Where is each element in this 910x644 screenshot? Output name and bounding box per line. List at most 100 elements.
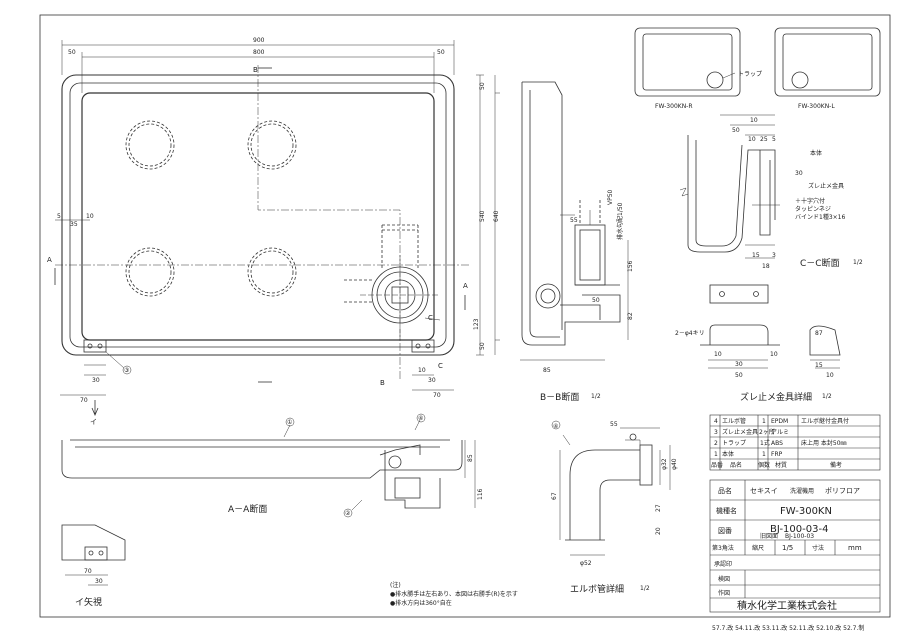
dim-bottom-30: 30 [92, 377, 100, 384]
cc-d10: 10 [750, 117, 758, 124]
dim-left-offset: 50 [68, 49, 76, 56]
parts-row-3-name: ズレ止メ金具 [722, 428, 758, 436]
cc-d5: 5 [772, 136, 776, 143]
parts-row-3-no: 3 [714, 429, 718, 436]
callout-3: ③ [124, 367, 129, 374]
bb-section-view [520, 81, 629, 361]
bb-82: 82 [627, 312, 634, 320]
variant-l-label: FW-300KN-L [798, 103, 835, 110]
i-view-title: イ矢視 [75, 596, 102, 608]
aa-section-title: A－A断面 [228, 503, 267, 515]
cc-section-title: C－C断面 [800, 257, 840, 269]
dim-drain-10: 10 [418, 367, 426, 374]
bb-55: 55 [570, 217, 578, 224]
tb-scale-label: 縮尺 [752, 544, 764, 552]
bb-section-scale: 1/2 [591, 393, 601, 400]
dim-left-10: 10 [86, 213, 94, 220]
aa-callout-1: ① [287, 419, 292, 426]
cc-d25: 25 [760, 136, 768, 143]
tb-old-no: BJ-100-03 [785, 533, 814, 540]
elbow-d27: 27 [655, 504, 662, 512]
tb-drawing-no: BJ-100-03-4 [770, 524, 828, 535]
dim-drain-70: 70 [433, 392, 441, 399]
parts-row-4-note: エルボ継付金具付 [801, 417, 849, 425]
parts-row-2-name: トラップ [722, 440, 746, 447]
cc-body: 本体 [810, 149, 822, 157]
tb-old-label: 旧図面 [760, 533, 778, 540]
elbow-d52: φ52 [580, 560, 592, 567]
bracket-holes: 2－φ4キリ [675, 330, 705, 337]
dim-height-inner: 540 [479, 210, 486, 222]
parts-row-4-name: エルボ管 [722, 417, 746, 425]
section-mark-a-right: A [463, 282, 468, 290]
tb-unit: mm [848, 544, 862, 552]
bb-section-title: B－B断面 [540, 391, 579, 403]
parts-row-4-no: 4 [714, 418, 718, 425]
title-block: 品名 セキスイ 洗濯機用 ポリフロア 機種名 FW-300KN 図番 BJ-10… [712, 486, 862, 612]
tb-dim-label: 寸法 [812, 544, 824, 552]
bb-85: 85 [543, 367, 551, 374]
tb-check: 検図 [718, 575, 730, 583]
cc-screw-2: タッピンネジ [795, 205, 831, 213]
dim-right-offset: 50 [437, 49, 445, 56]
plan-view [54, 40, 500, 417]
cc-d30: 30 [795, 170, 803, 177]
parts-row-2-material: ABS [771, 440, 783, 447]
dim-height-total: 640 [493, 210, 500, 222]
parts-row-3-qty: 2ヶ所 [759, 428, 775, 436]
elbow-detail-title: エルボ管詳細 [570, 583, 624, 595]
elbow-d67: 67 [551, 492, 558, 500]
dim-left-5: 5 [57, 213, 61, 220]
cc-d18: 18 [762, 263, 770, 270]
i-view [61, 524, 126, 586]
cc-d50: 50 [732, 127, 740, 134]
parts-row-1-material: FRP [771, 451, 783, 458]
i-view-d70: 70 [84, 568, 92, 575]
tb-scale: 1/5 [782, 544, 793, 552]
section-mark-a-left: A [47, 256, 52, 264]
notes-line-2: ●排水方向は360°自在 [390, 599, 452, 607]
elbow-d20: 20 [655, 527, 662, 535]
tb-drawing-label: 図番 [718, 527, 732, 535]
elbow-detail-scale: 1/2 [640, 585, 650, 592]
bracket-d15: 15 [815, 362, 823, 369]
bracket-detail-title: ズレ止メ金具詳細 [740, 391, 812, 403]
variant-l [774, 27, 881, 97]
notes-line-1: ●排水勝手は左右あり、本図は右勝手(R)を示す [390, 590, 518, 598]
cc-section-scale: 1/2 [853, 259, 863, 266]
bb-156: 156 [627, 260, 634, 272]
tb-product: ポリフロア [825, 487, 860, 495]
parts-header-qty: 個数 [758, 461, 770, 469]
aa-section-view [61, 413, 476, 518]
bb-50: 50 [592, 297, 600, 304]
section-mark-b-bottom: B [380, 379, 385, 387]
tb-use: 洗濯機用 [790, 487, 814, 495]
revision-history: 57.7.改 54.11.改 53.11.改 52.11.改 52.10.改 5… [712, 624, 864, 632]
tb-model: FW-300KN [780, 506, 832, 517]
dim-left-35: 35 [70, 221, 78, 228]
view-mark-i: イ [90, 418, 97, 426]
tb-drawn: 作図 [718, 589, 730, 597]
elbow-callout-4: ④ [553, 423, 558, 430]
parts-table-grid [709, 414, 881, 471]
elbow-d32: φ32 [661, 458, 668, 470]
notes-heading: (注) [390, 581, 401, 589]
parts-row-2-note: 床上用 本封50㎜ [801, 439, 847, 447]
bb-slope: 排水勾配1/50 [616, 202, 624, 240]
tb-model-label: 機種名 [716, 506, 737, 515]
title-block-grid [709, 479, 881, 613]
parts-header-name: 品名 [730, 461, 742, 469]
parts-header-note: 備考 [830, 461, 842, 469]
bracket-d10b: 10 [770, 351, 778, 358]
bracket-d50: 50 [735, 372, 743, 379]
bracket-detail [700, 284, 841, 369]
parts-table: 4 エルボ管 1 EPDM エルボ継付金具付 3 ズレ止メ金具 2ヶ所 アルミ … [711, 417, 849, 469]
parts-row-3-material: アルミ [771, 429, 789, 436]
parts-row-1-name: 本体 [722, 450, 734, 458]
aa-d85: 85 [467, 454, 474, 462]
tb-projection: 第3角法 [712, 544, 734, 552]
cc-d3: 3 [772, 252, 776, 259]
bracket-d30: 30 [735, 361, 743, 368]
dim-total-width: 900 [253, 37, 265, 44]
bracket-detail-scale: 1/2 [822, 393, 832, 400]
